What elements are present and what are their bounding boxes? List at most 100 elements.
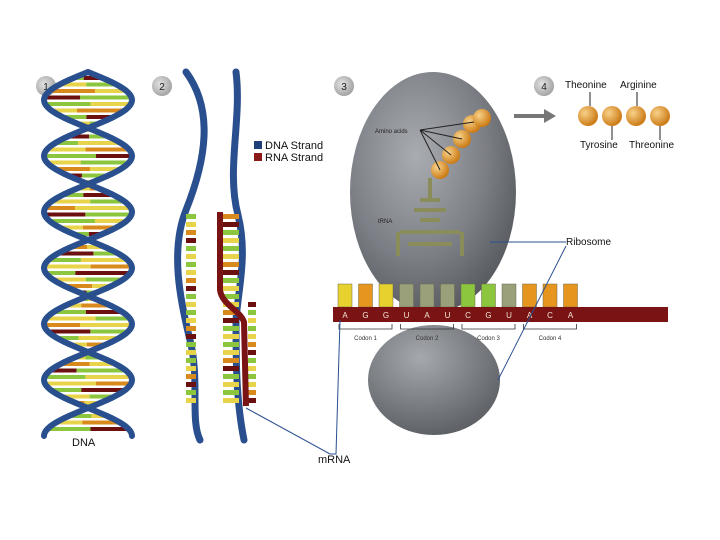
nucleotide — [186, 262, 196, 267]
arrow-right-icon — [514, 109, 556, 123]
base-pair — [49, 219, 95, 223]
base-pair — [44, 375, 86, 379]
nucleotide — [186, 350, 196, 355]
nucleotide — [223, 318, 239, 323]
nucleotide — [223, 366, 239, 371]
base-pair — [57, 251, 94, 256]
amino-threonine: Threonine — [629, 140, 674, 151]
codon-bar — [440, 283, 455, 308]
codon-bar — [481, 283, 496, 308]
base-pair — [82, 225, 117, 230]
nucleotide — [223, 334, 239, 339]
amino-theonine: Theonine — [565, 80, 607, 91]
base-pair — [90, 427, 129, 431]
base-pair — [75, 271, 131, 275]
amino-arginine: Arginine — [620, 80, 657, 91]
svg-text:2: 2 — [159, 82, 165, 93]
base-pair — [81, 388, 126, 392]
svg-text:1: 1 — [43, 82, 49, 93]
base-pair — [45, 206, 76, 210]
base-pair — [89, 167, 121, 171]
mrna-base: A — [424, 311, 430, 320]
nucleotide — [248, 334, 256, 339]
base-pair — [85, 355, 102, 360]
codon-bar — [563, 283, 578, 308]
base-pair — [44, 95, 81, 100]
mrna-base: U — [445, 311, 451, 320]
nucleotide — [223, 230, 239, 235]
nucleotide — [186, 318, 196, 323]
base-pair — [80, 160, 130, 165]
codon-label: Codon 1 — [354, 336, 377, 342]
nucleotide — [223, 270, 239, 275]
dna-strand — [40, 69, 136, 439]
nucleotide — [186, 398, 196, 403]
codon-bracket — [461, 324, 516, 330]
base-pair — [80, 323, 132, 327]
codon-bar — [337, 283, 353, 308]
base-pair — [92, 284, 112, 288]
codon-bar — [522, 283, 537, 308]
base-pair — [89, 362, 116, 366]
nucleotide — [223, 382, 239, 387]
base-pair — [90, 199, 125, 204]
dna-strand — [40, 69, 136, 439]
nucleotide — [186, 254, 196, 259]
nucleotide — [223, 390, 239, 395]
ribosome-label: Ribosome — [566, 237, 611, 248]
nucleotide — [223, 310, 239, 315]
nucleotide — [223, 342, 239, 347]
mrna-base: C — [465, 311, 471, 320]
base-pair — [46, 316, 96, 321]
base-pair — [53, 310, 86, 314]
nucleotide — [248, 358, 256, 363]
nucleotide — [186, 302, 196, 307]
base-pair — [51, 199, 91, 204]
nucleotide — [186, 222, 196, 227]
base-pair — [93, 251, 119, 256]
nucleotide — [223, 214, 239, 219]
ribosome-small-subunit — [368, 325, 500, 435]
base-pair — [76, 368, 126, 373]
base-pair — [48, 258, 81, 262]
nucleotide — [186, 286, 196, 291]
strand-legend: DNA Strand RNA Strand — [254, 140, 323, 164]
nucleotide — [186, 246, 196, 251]
mrna-label: mRNA — [318, 454, 351, 466]
step-4-badge: 4 — [534, 76, 554, 96]
nucleotide — [186, 358, 196, 363]
base-pair — [47, 329, 91, 334]
base-pair — [56, 420, 83, 425]
base-pair — [94, 89, 127, 93]
step-3-badge: 3 — [334, 76, 354, 96]
amino-acids-pointer-lines — [419, 121, 475, 171]
base-pair — [50, 368, 77, 373]
base-pair — [89, 394, 115, 399]
base-pair — [59, 82, 87, 87]
nucleotide — [186, 326, 196, 331]
step-2-badge: 2 — [152, 76, 172, 96]
amino-name-pointers — [589, 92, 661, 140]
base-pair — [89, 134, 109, 139]
base-pair — [95, 154, 132, 158]
nucleotide — [248, 310, 256, 315]
base-pair — [80, 258, 128, 262]
nucleotide — [223, 238, 239, 243]
base-pair — [85, 310, 123, 314]
nucleotide — [248, 342, 256, 347]
rna-strand-swatch — [254, 153, 262, 161]
dna-double-helix — [40, 69, 136, 439]
nucleotide — [186, 238, 196, 243]
nucleotide — [248, 318, 256, 323]
nucleotide — [186, 278, 196, 283]
nucleotide — [186, 310, 196, 315]
mrna-pointer — [245, 319, 341, 455]
base-pair — [85, 212, 132, 217]
base-pair — [85, 147, 130, 152]
nucleotide — [186, 390, 196, 395]
base-pair — [81, 303, 111, 308]
base-pair — [62, 115, 87, 119]
dna-strand-legend-label: DNA Strand — [265, 140, 323, 152]
